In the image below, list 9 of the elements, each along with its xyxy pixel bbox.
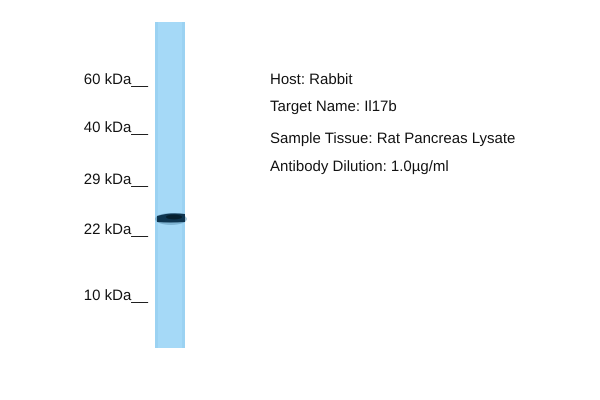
marker-label: 10 kDa__	[84, 287, 148, 305]
marker-label: 60 kDa__	[84, 71, 148, 89]
info-text: Antibody Dilution: 1.0µg/ml	[270, 158, 449, 176]
marker-label: 29 kDa__	[84, 171, 148, 189]
info-text: Target Name: Il17b	[270, 98, 397, 116]
info-text: Sample Tissue: Rat Pancreas Lysate	[270, 130, 516, 148]
marker-label: 40 kDa__	[84, 119, 148, 137]
info-text: Host: Rabbit	[270, 71, 353, 89]
marker-label: 22 kDa__	[84, 221, 148, 239]
